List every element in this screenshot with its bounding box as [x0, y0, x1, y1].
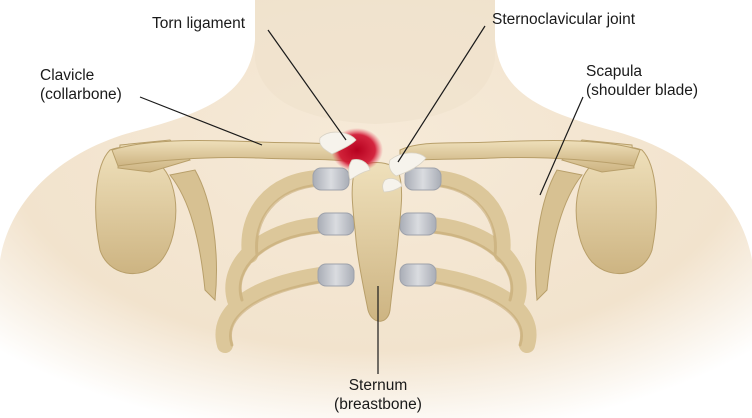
scapula-label-line2: (shoulder blade): [586, 81, 698, 100]
sternoclavicular-joint-label: Sternoclavicular joint: [492, 10, 635, 29]
sternum-label-line2: (breastbone): [330, 395, 426, 414]
clavicle-label-line2: (collarbone): [40, 85, 122, 104]
scapula-label: Scapula (shoulder blade): [586, 62, 698, 100]
sternum-label-line1: Sternum: [330, 376, 426, 395]
clavicle-label: Clavicle (collarbone): [40, 66, 122, 104]
clavicle-label-line1: Clavicle: [40, 66, 122, 85]
scapula-label-line1: Scapula: [586, 62, 698, 81]
torn-ligament-label: Torn ligament: [152, 14, 245, 33]
sternum-label: Sternum (breastbone): [330, 376, 426, 414]
